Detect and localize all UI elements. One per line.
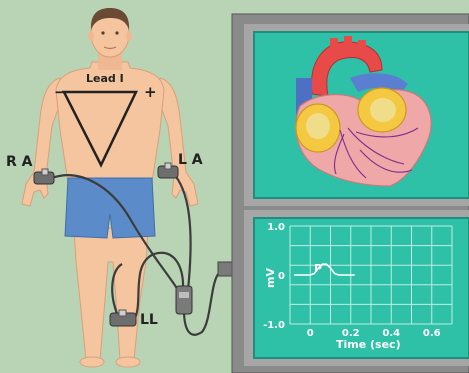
ear-right: [88, 31, 94, 41]
p-wave-label: P: [314, 262, 322, 275]
aortic-branch-1: [330, 38, 338, 52]
eye-right: [101, 31, 104, 34]
aortic-branch-3: [358, 40, 366, 54]
left-foot: [116, 357, 140, 367]
lead-label: Lead I: [86, 72, 124, 85]
cable-junction: [176, 286, 192, 314]
ear-left: [126, 31, 132, 41]
y-tick-label: 1.0: [267, 222, 285, 233]
ll-label: LL: [140, 312, 158, 328]
x-tick-label: 0: [307, 328, 314, 339]
right-atrium-inner: [306, 113, 330, 139]
ecg-y-axis-label: mV: [264, 268, 277, 288]
eye-left: [115, 31, 118, 34]
ra-label: R A: [6, 154, 33, 170]
ecg-x-axis-label: Time (sec): [336, 338, 401, 351]
x-tick-label: 0.6: [423, 328, 441, 339]
minus-sign: −: [54, 83, 67, 101]
y-tick-label: -1.0: [263, 320, 285, 331]
left-atrium-inner: [370, 98, 396, 122]
right-foot: [80, 357, 104, 367]
aortic-branch-2: [344, 36, 352, 50]
plus-sign: +: [144, 83, 157, 101]
la-label: L A: [178, 152, 203, 168]
y-tick-label: 0: [278, 271, 285, 282]
